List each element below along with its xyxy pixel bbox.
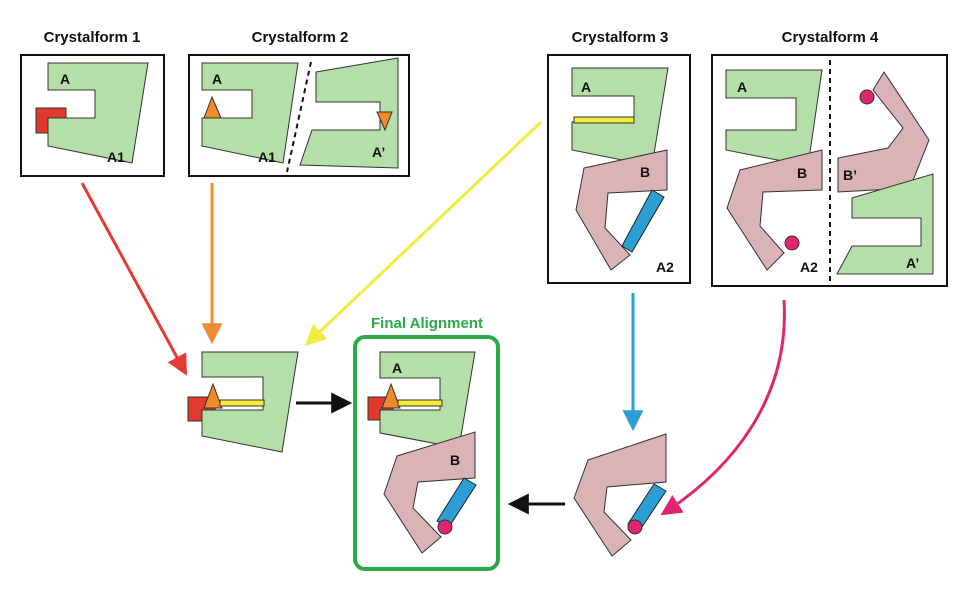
green-domain-a <box>201 351 299 453</box>
pink-domain-bprime <box>837 71 930 193</box>
orange-triangle <box>203 95 222 119</box>
merged-a-domains <box>187 351 299 453</box>
panel-crystalform-4: Crystalform 4 A B A2 B’ A’ <box>711 29 948 287</box>
panel-title: Crystalform 4 <box>782 29 879 46</box>
pink-domain-b <box>726 149 823 271</box>
label-a: A <box>392 360 402 376</box>
blue-bar <box>621 189 665 253</box>
green-domain-a <box>571 67 669 167</box>
panel-title: Crystalform 2 <box>252 29 349 46</box>
yellow-arrow <box>304 120 543 346</box>
label-a: A <box>737 79 747 95</box>
green-domain-aprime <box>299 57 399 169</box>
label-a: A <box>212 71 222 87</box>
green-domain-a <box>379 351 476 449</box>
panel-crystalform-3: Crystalform 3 A B A2 <box>547 29 691 284</box>
label-a2: A2 <box>656 259 674 275</box>
magenta-dot <box>784 235 800 251</box>
merged-b-domain <box>573 433 667 557</box>
label-a: A <box>581 79 591 95</box>
panel-crystalform-2: Crystalform 2 A A1 A’ <box>188 29 410 177</box>
final-title: Final Alignment <box>371 315 483 332</box>
panel-crystalform-1: Crystalform 1 A A1 <box>20 29 165 177</box>
pink-domain-b <box>573 433 667 557</box>
green-domain-a <box>725 69 823 167</box>
green-domain-a <box>47 62 149 164</box>
divider-line <box>286 61 312 173</box>
yellow-bar <box>397 399 443 407</box>
orange-triangle <box>203 382 223 409</box>
orange-triangle <box>376 111 393 132</box>
green-domain-a <box>201 62 299 164</box>
label-aprime: A’ <box>906 255 919 271</box>
pink-domain-b <box>383 431 476 554</box>
orange-triangle <box>381 382 401 409</box>
label-b: B <box>450 452 460 468</box>
label-bprime: B’ <box>843 167 857 183</box>
red-arrow <box>80 182 188 376</box>
magenta-arrow <box>660 299 786 516</box>
magenta-dot <box>859 89 875 105</box>
yellow-bar <box>219 399 265 407</box>
final-alignment-panel: Final Alignment A B <box>353 315 500 571</box>
label-aprime: A’ <box>372 144 385 160</box>
label-b: B <box>797 165 807 181</box>
label-b: B <box>640 164 650 180</box>
label-a1: A1 <box>107 149 125 165</box>
label-a1: A1 <box>258 149 276 165</box>
green-domain-aprime <box>836 173 934 275</box>
panel-title: Crystalform 1 <box>44 29 141 46</box>
magenta-dot <box>627 519 643 535</box>
pink-domain-b <box>575 149 668 271</box>
label-a2: A2 <box>800 259 818 275</box>
yellow-bar <box>573 116 635 124</box>
panel-title: Crystalform 3 <box>572 29 669 46</box>
magenta-dot <box>437 519 453 535</box>
label-a: A <box>60 71 70 87</box>
